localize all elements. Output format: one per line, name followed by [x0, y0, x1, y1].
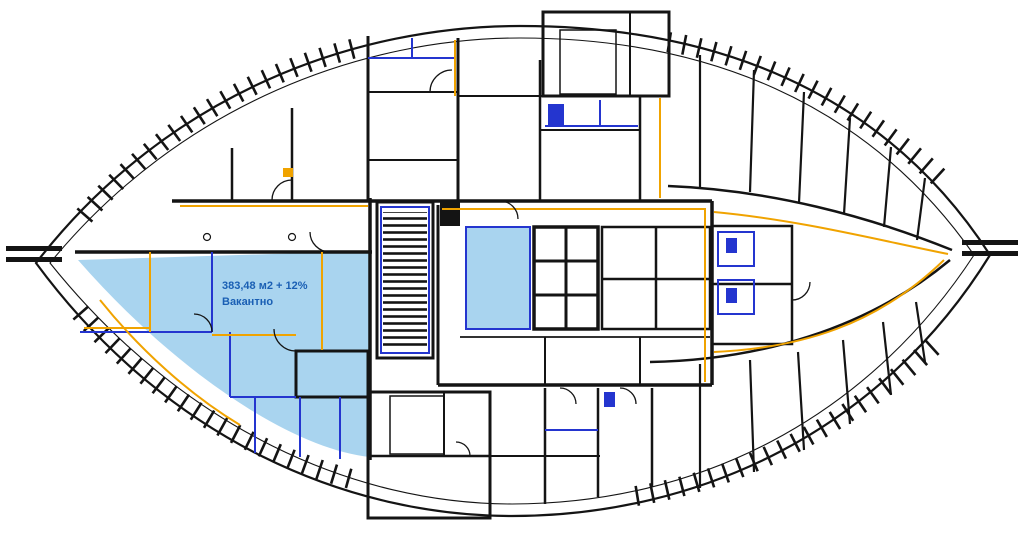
facade-fins-top-right [666, 32, 951, 190]
right-tip-wall [962, 240, 1018, 245]
facade-fins-top-left [76, 38, 359, 223]
top-staircase [559, 29, 617, 95]
column [287, 232, 297, 242]
left-tip-wall [6, 246, 62, 251]
shaft-solid [440, 202, 460, 226]
cores-and-rooms [294, 10, 794, 520]
fixture [726, 238, 737, 253]
room-inside-vacant [294, 349, 370, 399]
fixture [548, 104, 564, 126]
blue-partitions [80, 38, 755, 459]
fixture [726, 288, 737, 303]
column [202, 232, 212, 242]
fixture [604, 392, 615, 407]
plumbing-fixtures [548, 104, 737, 407]
door-swings [193, 69, 811, 457]
vacant-area-size: 383,48 м2 + 12% [222, 280, 308, 292]
utility-box [283, 168, 293, 177]
restroom-stalls [383, 212, 427, 350]
vacant-area-status: Вакантно [222, 295, 274, 308]
building-outline [6, 24, 1018, 518]
left-tip-wall [6, 257, 62, 262]
top-stair-core [541, 10, 671, 98]
vacant-area-label: 383,48 м2 + 12% Вакантно [222, 279, 308, 311]
highlighted-room-small [465, 226, 531, 330]
utility-lines [84, 40, 949, 426]
right-tip-wall [962, 251, 1018, 256]
bottom-staircase [389, 395, 445, 455]
